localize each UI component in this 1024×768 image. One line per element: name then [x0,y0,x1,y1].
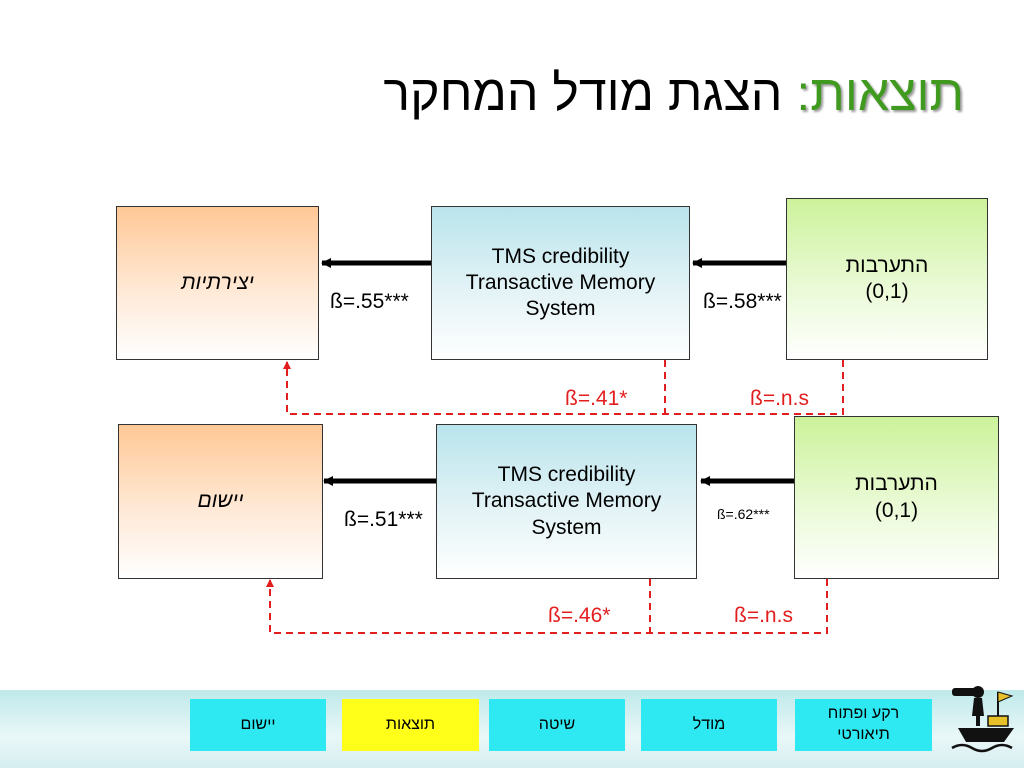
mediator-label-2: TMS credibility Transactive Memory Syste… [471,463,662,539]
title-accent: תוצאות: [796,65,964,121]
outcome-box-application: יישום [118,424,323,579]
intervention-label-2: התערבות (0,1) [855,472,938,522]
dashed-path-intervention-2 [266,579,828,634]
beta-direct-intervention-1: ß=.n.s [750,387,809,410]
intervention-label-1: התערבות (0,1) [845,253,929,303]
beta-mediator-outcome-2: ß=.51*** [344,508,423,531]
beta-direct-intervention-2: ß=.n.s [734,604,793,627]
nav-button-model[interactable]: מודל [641,699,777,751]
beta-direct-mediator-1: ß=.41* [565,387,628,410]
lookout-ship-icon [951,686,1014,753]
dashed-path-intervention-1 [283,360,844,415]
outcome-label-1: יצירתיות [181,270,254,294]
nav-button-method[interactable]: שיטה [489,699,625,751]
nav-label: תוצאות [385,715,436,733]
nav-button-application[interactable]: יישום [190,699,326,751]
beta-intervention-mediator-1: ß=.58*** [703,290,782,313]
page-title: תוצאות: הצגת מודל המחקר [383,64,964,122]
title-main: הצגת מודל המחקר [383,65,797,121]
beta-mediator-outcome-1: ß=.55*** [330,290,409,313]
nav-label: יישום [240,715,276,733]
outcome-label-2: יישום [197,489,244,513]
mediator-box-2: TMS credibility Transactive Memory Syste… [436,424,697,579]
intervention-box-2: התערבות (0,1) [794,416,999,579]
beta-intervention-mediator-2: ß=.62*** [717,506,770,522]
mediator-box-1: TMS credibility Transactive Memory Syste… [431,206,690,360]
nav-button-background[interactable]: רקע ופתוח תיאורטי [795,699,932,751]
diagram-arrows [266,258,844,634]
nav-button-results[interactable]: תוצאות [342,699,479,751]
nav-label: שיטה [538,715,576,733]
mediator-label-1: TMS credibility Transactive Memory Syste… [465,244,656,321]
beta-direct-mediator-2: ß=.46* [548,604,611,627]
nav-label: רקע ופתוח תיאורטי [827,705,900,743]
outcome-box-creativity: יצירתיות [116,206,319,360]
nav-label: מודל [692,715,726,733]
intervention-box-1: התערבות (0,1) [786,198,988,360]
